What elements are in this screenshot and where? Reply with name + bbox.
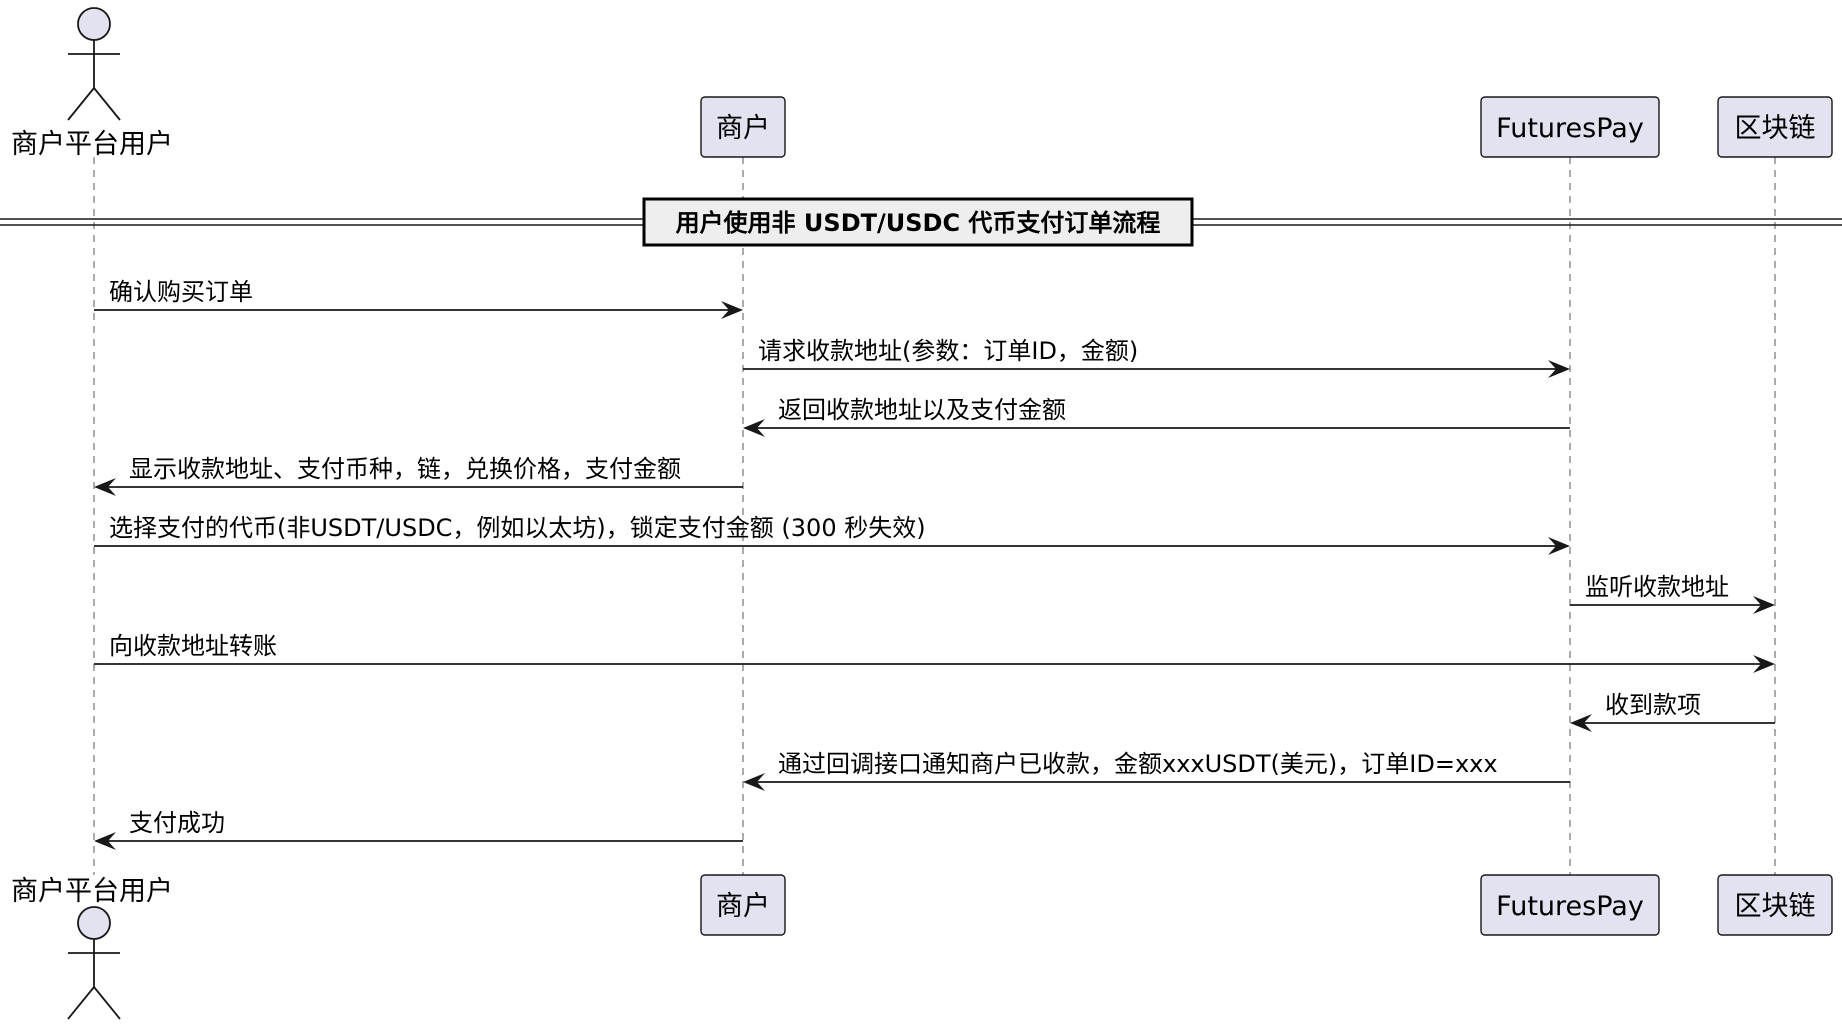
arrowhead-icon (94, 832, 116, 850)
message-label: 显示收款地址、支付币种，链，兑换价格，支付金额 (129, 455, 681, 483)
message-7: 向收款地址转账 (94, 632, 1775, 673)
participant-label: 区块链 (1735, 891, 1816, 922)
arrowhead-icon (743, 419, 765, 437)
message-9: 通过回调接口通知商户已收款，金额xxxUSDT(美元)，订单ID=xxx (743, 750, 1570, 791)
participant-label: 商户 (716, 113, 770, 144)
divider-box (642, 197, 1194, 247)
participant-label: FuturesPay (1496, 113, 1644, 144)
message-label: 收到款项 (1605, 691, 1701, 719)
participant-merchant-top: 商户 (700, 96, 786, 158)
message-label: 通过回调接口通知商户已收款，金额xxxUSDT(美元)，订单ID=xxx (778, 750, 1498, 778)
message-8: 收到款项 (1570, 691, 1775, 732)
arrowhead-icon (1548, 537, 1570, 555)
participant-futurespay-top: FuturesPay (1480, 96, 1660, 158)
participant-label: FuturesPay (1496, 891, 1644, 922)
arrowhead-icon (94, 478, 116, 496)
message-5: 选择支付的代币(非USDT/USDC，例如以太坊)，锁定支付金额 (300 秒失… (94, 514, 1570, 555)
message-label: 向收款地址转账 (109, 632, 277, 660)
actor-icon (67, 7, 121, 121)
arrowhead-icon (1753, 596, 1775, 614)
message-label: 选择支付的代币(非USDT/USDC，例如以太坊)，锁定支付金额 (300 秒失… (109, 514, 926, 542)
actor-icon (67, 906, 121, 1020)
message-2: 请求收款地址(参数：订单ID，金额) (743, 337, 1570, 378)
arrowhead-icon (1570, 714, 1592, 732)
arrowhead-icon (1548, 360, 1570, 378)
participant-chain-bottom: 区块链 (1717, 874, 1833, 936)
actor-label-top: 商户平台用户 (11, 129, 173, 160)
message-6: 监听收款地址 (1570, 573, 1775, 614)
message-label: 请求收款地址(参数：订单ID，金额) (758, 337, 1138, 365)
participant-label: 商户 (716, 891, 770, 922)
message-3: 返回收款地址以及支付金额 (743, 396, 1570, 437)
arrowhead-icon (1753, 655, 1775, 673)
participant-merchant-bottom: 商户 (700, 874, 786, 936)
participant-futurespay-bottom: FuturesPay (1480, 874, 1660, 936)
message-1: 确认购买订单 (94, 278, 743, 319)
participant-label: 区块链 (1735, 113, 1816, 144)
actor-label-bottom: 商户平台用户 (11, 876, 173, 907)
divider-title: 用户使用非 USDT/USDC 代币支付订单流程 (676, 209, 1161, 237)
arrowhead-icon (721, 301, 743, 319)
message-10: 支付成功 (94, 809, 743, 850)
message-label: 确认购买订单 (109, 278, 253, 306)
arrowhead-icon (743, 773, 765, 791)
message-label: 支付成功 (129, 809, 225, 837)
message-label: 返回收款地址以及支付金额 (778, 396, 1066, 424)
message-label: 监听收款地址 (1585, 573, 1729, 601)
participant-chain-top: 区块链 (1717, 96, 1833, 158)
message-4: 显示收款地址、支付币种，链，兑换价格，支付金额 (94, 455, 743, 496)
